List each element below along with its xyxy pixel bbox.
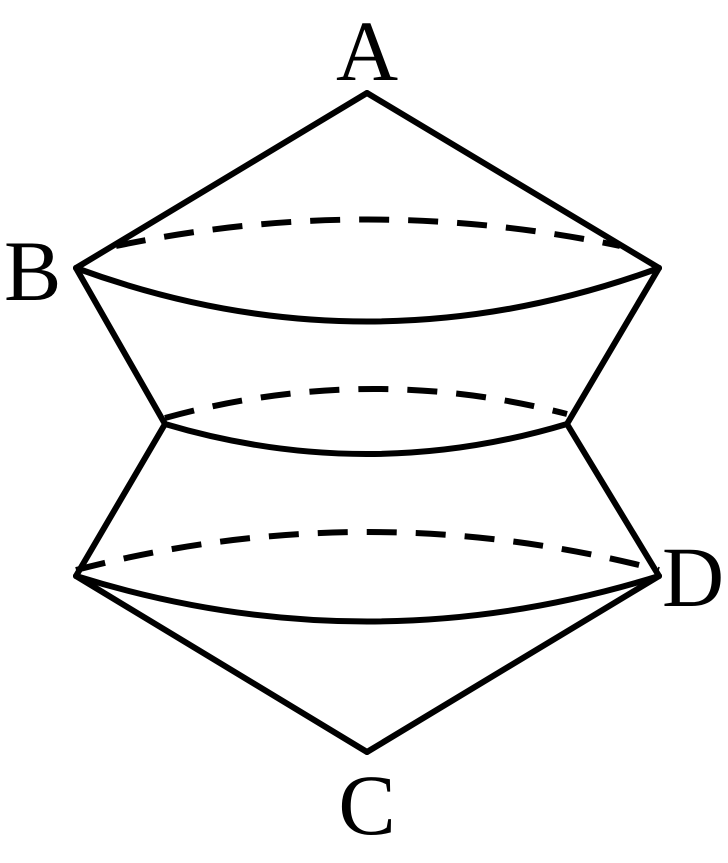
cone-edge-c-left [73,573,370,755]
lower-rim-back-dashed [75,529,660,573]
waist-rim-back-dashed [164,385,568,421]
label-b: B [4,223,61,319]
upper-rim-front [73,265,662,325]
lower-rim-front [73,573,662,625]
waist-rim-front [162,421,570,457]
frustum-lower-right-side [564,421,662,579]
label-c: C [338,757,395,853]
cone-edge-c-right [364,573,662,755]
cone-edge-a-left [73,90,370,271]
label-a: A [336,3,398,99]
frustum-lower-left-side [73,421,168,579]
label-d: D [662,529,724,625]
frustum-upper-right-side [564,265,662,427]
frustum-upper-left-side [73,265,168,427]
upper-rim-back-dashed [115,216,621,249]
cone-edge-a-right [364,90,662,271]
